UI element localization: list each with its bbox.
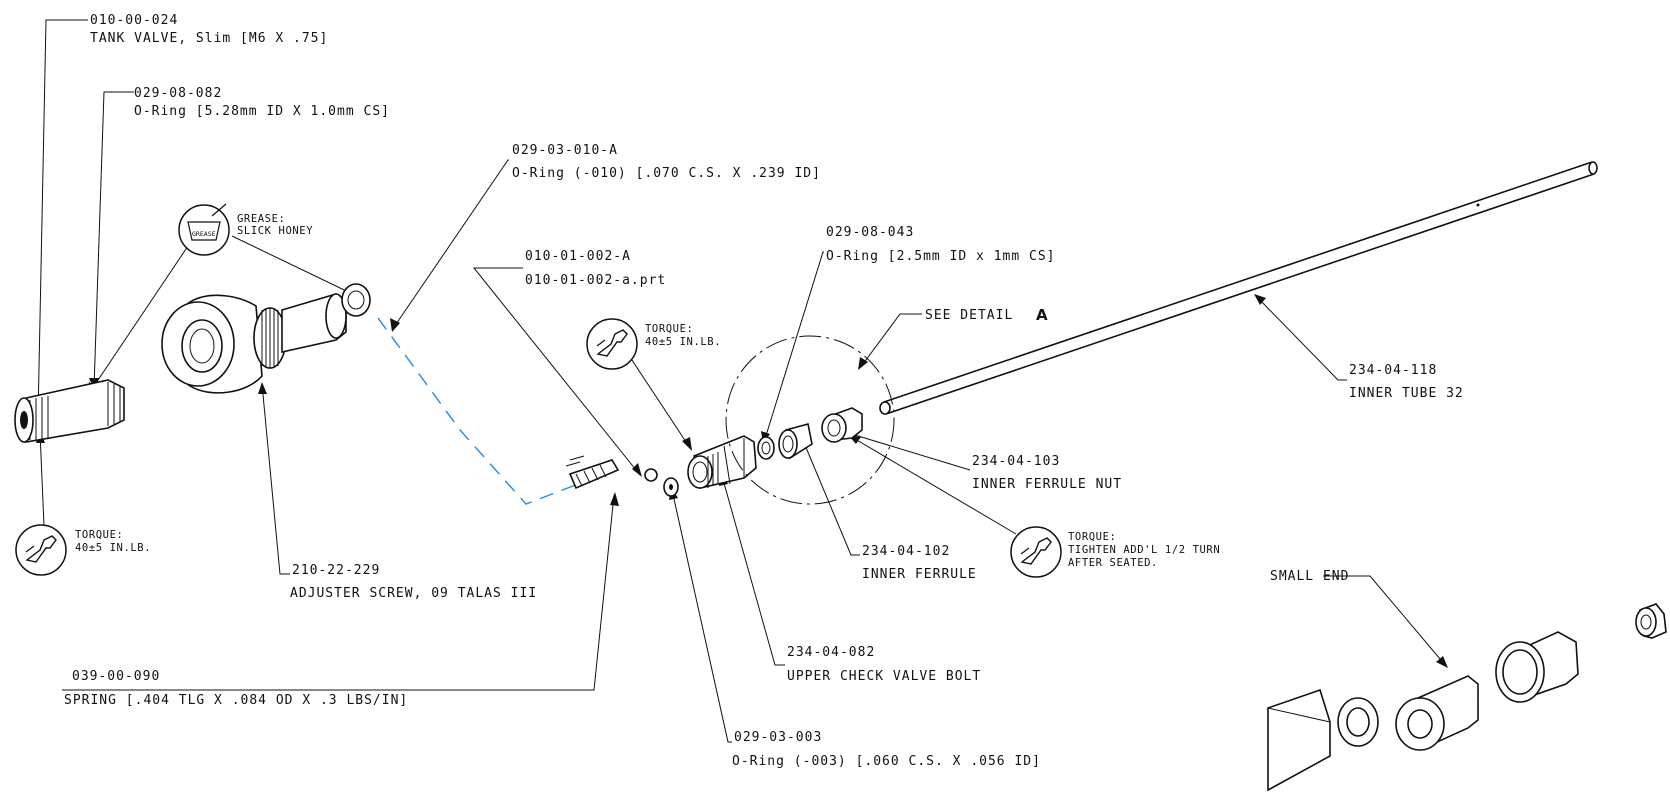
torque-wrench-icon-mid bbox=[586, 318, 638, 370]
check-valve-bolt-part bbox=[687, 435, 757, 489]
torque-right-line1: TORQUE: bbox=[1068, 531, 1116, 543]
assembly-path bbox=[377, 317, 621, 505]
torque-wrench-icon-left bbox=[15, 524, 67, 576]
adjuster-screw-desc: ADJUSTER SCREW, 09 TALAS III bbox=[290, 586, 537, 601]
oring-5-28-part-no: 029-08-082 bbox=[134, 86, 222, 101]
inner-ferrule-nut-part bbox=[821, 407, 863, 443]
ball-part-no: 010-01-002-A bbox=[525, 249, 631, 264]
ferrule-nut-desc: INNER FERRULE NUT bbox=[972, 477, 1122, 492]
torque-mid-line1: TORQUE: bbox=[645, 323, 693, 335]
see-detail-text: SEE DETAIL bbox=[925, 308, 1013, 323]
check-ball-part bbox=[644, 468, 658, 482]
oring-5-28-desc: O-Ring [5.28mm ID X 1.0mm CS] bbox=[134, 104, 390, 119]
oring-2-5-part bbox=[757, 436, 775, 460]
torque-left-line2: 40±5 IN.LB. bbox=[75, 542, 151, 554]
torque-right-line3: AFTER SEATED. bbox=[1068, 557, 1158, 569]
callout-labels: 010-00-024 TANK VALVE, Slim [M6 X .75] 0… bbox=[64, 13, 1464, 769]
oring-2-5-part-no: 029-08-043 bbox=[826, 225, 914, 240]
leader-lines bbox=[33, 19, 1447, 743]
check-valve-bolt-desc: UPPER CHECK VALVE BOLT bbox=[787, 669, 981, 684]
oring-003-part-no: 029-03-003 bbox=[734, 730, 822, 745]
inner-ferrule-part bbox=[778, 423, 813, 460]
detail-a-circle bbox=[725, 335, 895, 505]
valve-body-part bbox=[161, 283, 371, 394]
inner-tube-part bbox=[879, 161, 1598, 415]
oring-010-part-no: 029-03-010-A bbox=[512, 143, 618, 158]
ferrule-part-no: 234-04-102 bbox=[862, 544, 950, 559]
tank-valve-desc: TANK VALVE, Slim [M6 X .75] bbox=[90, 31, 328, 46]
grease-note-line1: GREASE: bbox=[237, 213, 285, 225]
small-end-text: SMALL END bbox=[1270, 569, 1349, 584]
oring-003-part bbox=[663, 477, 679, 497]
check-valve-bolt-part-no: 234-04-082 bbox=[787, 645, 875, 660]
grease-icon-text: GREASE bbox=[192, 230, 216, 238]
torque-left-line1: TORQUE: bbox=[75, 529, 123, 541]
torque-right-line2: TIGHTEN ADD'L 1/2 TURN bbox=[1068, 544, 1220, 556]
spring-part bbox=[565, 455, 620, 490]
oring-010-desc: O-Ring (-010) [.070 C.S. X .239 ID] bbox=[512, 166, 821, 181]
tank-valve-part-no: 010-00-024 bbox=[90, 13, 178, 28]
tank-valve-part bbox=[14, 379, 125, 443]
inner-tube-part-no: 234-04-118 bbox=[1349, 363, 1437, 378]
oring-2-5-desc: O-Ring [2.5mm ID x 1mm CS] bbox=[826, 249, 1056, 264]
spring-part-no: 039-00-090 bbox=[72, 669, 160, 684]
inner-tube-desc: INNER TUBE 32 bbox=[1349, 386, 1464, 401]
grease-note-line2: SLICK HONEY bbox=[237, 225, 313, 237]
torque-mid-line2: 40±5 IN.LB. bbox=[645, 336, 721, 348]
ball-desc: 010-01-002-a.prt bbox=[525, 273, 666, 288]
oring-003-desc: O-Ring (-003) [.060 C.S. X .056 ID] bbox=[732, 754, 1041, 769]
see-detail-letter: A bbox=[1036, 306, 1048, 324]
adjuster-screw-part-no: 210-22-229 bbox=[292, 563, 380, 578]
torque-wrench-icon-right bbox=[1010, 526, 1062, 578]
ferrule-nut-part-no: 234-04-103 bbox=[972, 454, 1060, 469]
grease-icon: GREASE bbox=[178, 203, 230, 256]
spring-desc: SPRING [.404 TLG X .084 OD X .3 LBS/IN] bbox=[64, 693, 408, 708]
ferrule-desc: INNER FERRULE bbox=[862, 567, 977, 582]
small-end-parts bbox=[1267, 603, 1667, 792]
